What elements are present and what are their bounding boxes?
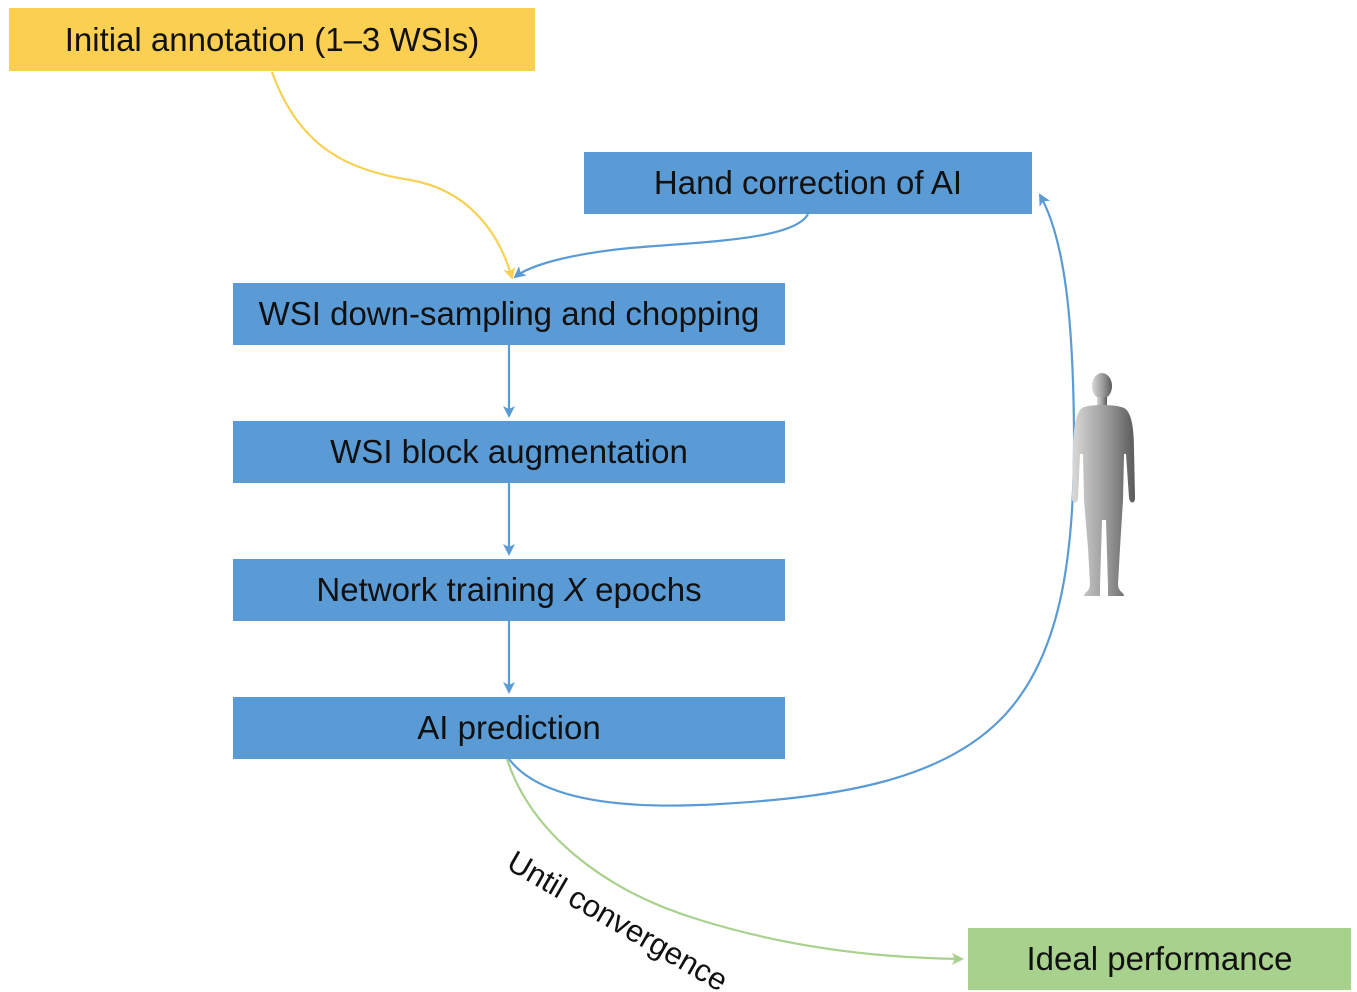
training-label: Network training X epochs — [316, 571, 701, 609]
augmentation-label: WSI block augmentation — [330, 433, 688, 470]
training-box: Network training X epochs — [233, 559, 785, 621]
arrow-prediction-to-correction — [508, 193, 1076, 807]
ideal-performance-box: Ideal performance — [968, 928, 1351, 990]
training-label-prefix: Network training — [316, 571, 564, 608]
initial-annotation-box: Initial annotation (1–3 WSIs) — [9, 8, 535, 71]
downsampling-box: WSI down-sampling and chopping — [233, 283, 785, 345]
prediction-label: AI prediction — [417, 709, 601, 746]
until-convergence-label: Until convergence — [502, 844, 734, 992]
arrow-initial-to-downsampling — [270, 71, 516, 280]
hand-correction-box: Hand correction of AI — [584, 152, 1032, 214]
prediction-box: AI prediction — [233, 697, 785, 759]
downsampling-label: WSI down-sampling and chopping — [258, 295, 760, 332]
training-label-suffix: epochs — [586, 571, 702, 608]
training-label-variable: X — [564, 571, 587, 608]
arrow-prediction-to-ideal — [505, 758, 964, 965]
hand-correction-label: Hand correction of AI — [653, 164, 963, 201]
ideal-performance-label: Ideal performance — [1026, 940, 1293, 977]
initial-annotation-label: Initial annotation (1–3 WSIs) — [64, 20, 480, 58]
human-silhouette-icon — [1072, 373, 1135, 596]
augmentation-box: WSI block augmentation — [233, 421, 785, 483]
arrow-correction-to-downsampling — [513, 213, 809, 279]
